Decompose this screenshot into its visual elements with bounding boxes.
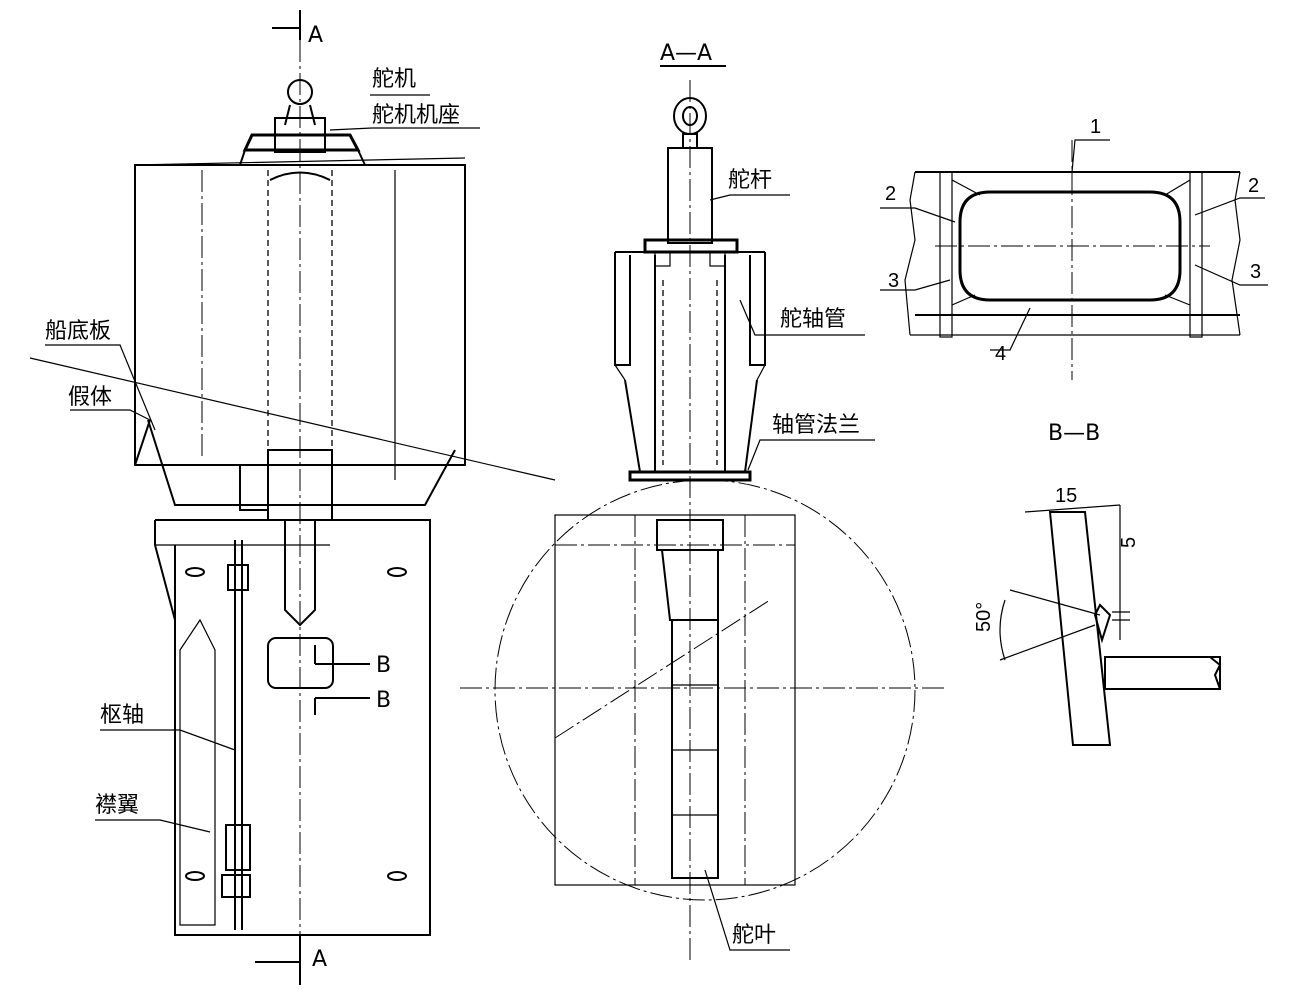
callout-1: 1 [1090,116,1101,138]
label-pivot-shaft: 枢轴 [100,703,144,728]
hull-top-edge [134,157,466,166]
label-tube-flange: 轴管法兰 [772,413,860,438]
bb-bevel-line [1009,589,1101,616]
bb-angle-leg [999,624,1096,661]
leader-rudder-blade [704,869,790,951]
leader-gear-seat [329,127,480,131]
leader-n3-right [1194,264,1268,286]
flap-box-outline [155,519,431,936]
aa-stock-hidden [662,280,718,465]
aa-blade-frame [554,514,796,886]
detail-break-right [1231,171,1241,336]
dummy-body-outline [147,419,456,506]
label-rudder-blade: 舵叶 [732,923,776,948]
label-dummy-body: 假体 [68,385,112,410]
eye-bolt-ring [287,79,313,105]
slot-4 [387,871,407,881]
callout-3-right: 3 [1250,261,1261,283]
aa-tube-join-right [756,364,766,381]
detail-frame-left [939,171,953,338]
aa-tube-flange [628,470,752,482]
section-b-upper-letter: B [376,653,391,678]
lower-stock [284,520,316,627]
detail-break-left [904,171,916,336]
callout-3-left: 3 [888,270,899,292]
leader-tube-flange [747,439,875,471]
steering-gear-body [274,117,326,153]
aa-flange-hatch-left [654,251,671,267]
bottom-plate-line [29,357,556,481]
leader-n3-left [880,279,951,291]
leader-n2-left [880,207,956,223]
label-rudder-gear: 舵机 [372,67,416,92]
pivot-bearing-lower [225,824,251,871]
stock-hidden-lines [267,170,333,450]
stock-top [269,171,331,181]
bb-horizontal-plate [1104,656,1221,690]
bb-weld-bevel [1093,603,1112,644]
label-rudder-tube: 舵轴管 [780,307,846,332]
aa-tube-inner-walls [654,255,726,472]
eye-bolt-shank [284,104,316,126]
aa-flange-hatch-right [709,251,726,267]
pivot-nut-lower [221,874,251,898]
detail-frame-right [1189,171,1203,338]
aa-top-flange [643,238,739,254]
coupling-side-block [239,464,269,511]
left-elevation-view: 舵机 舵机机座 船底板 假体 枢轴 襟翼 A A B B [29,10,556,985]
aa-tube-upper-walls [614,252,766,366]
pivot-bearing-upper [227,564,249,591]
leader-n1 [1071,139,1110,173]
leader-n4 [990,307,1031,351]
section-b-lower-letter: B [376,688,391,713]
aa-tube-join-left [614,364,626,381]
callout-2-right: 2 [1248,175,1259,197]
section-bb-title: B—B [1048,421,1100,446]
dummy-body-left-edge [134,419,151,466]
leader-n2-right [1194,197,1265,216]
detail-corner-brackets [951,179,1191,306]
bb-angle-50: 50° [973,602,995,632]
section-aa-title: A—A [660,41,712,66]
aa-diag-leader [554,599,771,739]
flap-section [179,618,216,926]
bb-dim-15: 15 [1055,485,1077,507]
aa-tube-cone [624,379,758,473]
section-a-bottom-letter: A [312,947,327,972]
label-bottom-plate: 船底板 [45,319,111,344]
leader-pivot-shaft [100,729,236,751]
aa-rudder-blade [671,619,719,879]
bb-inclined-plate [1048,511,1112,746]
leader-rudder-stock [709,194,790,201]
callout-2-left: 2 [885,183,896,205]
bb-angle-arc [999,599,1006,661]
leader-rudder-tube [739,299,865,336]
label-rudder-gear-seat: 舵机机座 [372,103,460,128]
bb-dim-15-line [1024,504,1121,513]
steering-gear-seat [242,133,361,152]
slot-1 [185,567,205,577]
detail-access-opening [958,190,1182,302]
bb-dim-5: 5 [1118,537,1140,548]
leader-flap [95,819,211,833]
slot-2 [387,567,407,577]
section-a-top-letter: A [308,23,323,48]
section-aa-view: A—A [460,41,945,960]
section-bb-view: B—B 15 5 50° [973,421,1222,746]
label-rudder-stock: 舵杆 [728,168,772,193]
leader-dummy-body [70,409,151,421]
bb-plate-break [1209,656,1222,690]
label-flap: 襟翼 [95,793,139,818]
slot-3 [185,871,205,881]
access-cover-detail: 1 2 2 3 3 4 [880,116,1268,380]
aa-blade-detail-circle [494,479,916,901]
callout-4: 4 [995,343,1006,365]
leader-bottom-plate [45,344,156,431]
hull-block [134,164,466,466]
flap-box-slope [154,544,176,621]
